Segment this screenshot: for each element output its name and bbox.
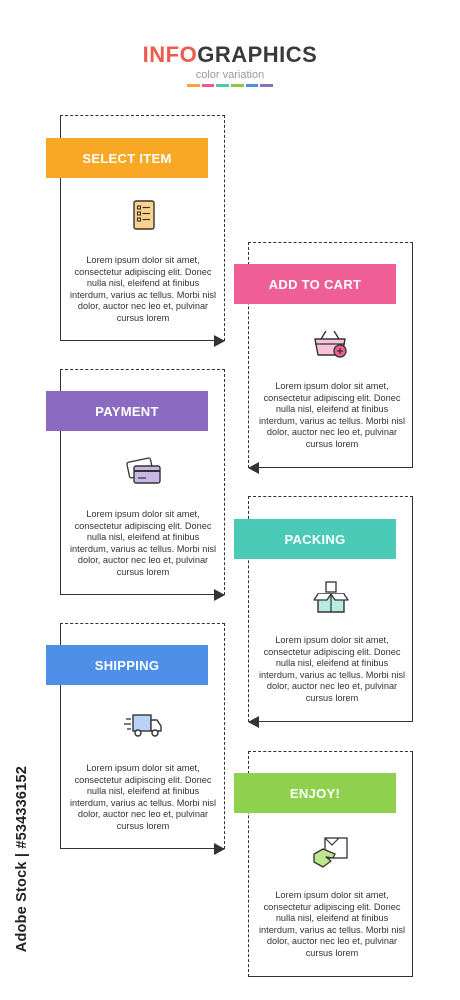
- step-6-label: ENJOY!: [234, 773, 396, 813]
- arrow-right: [214, 589, 225, 601]
- arrow-right: [214, 335, 225, 347]
- step-5-description: Lorem ipsum dolor sit amet, consectetur …: [69, 763, 217, 831]
- infographic-title: INFOGRAPHICS: [0, 42, 460, 68]
- color-swatch: [201, 84, 215, 87]
- step-4-description: Lorem ipsum dolor sit amet, consectetur …: [258, 635, 406, 703]
- step-5-frame: [60, 623, 225, 849]
- infographic-subtitle: color variation: [195, 69, 265, 81]
- package-icon: [311, 578, 351, 618]
- arrow-left: [248, 716, 259, 728]
- stock-id-watermark: Adobe Stock | #534336152: [14, 766, 30, 953]
- arrow-left: [248, 462, 259, 474]
- step-4-frame: [248, 496, 413, 722]
- color-swatch: [216, 84, 230, 87]
- delivery-truck-icon: [124, 705, 164, 745]
- hand-box-icon: [311, 832, 351, 872]
- step-1-description: Lorem ipsum dolor sit amet, consectetur …: [69, 255, 217, 323]
- step-3-frame: [60, 369, 225, 595]
- step-2-label: ADD TO CART: [234, 264, 396, 304]
- color-swatch: [231, 84, 244, 87]
- color-strip: [187, 84, 274, 87]
- checklist-icon: [124, 196, 164, 236]
- arrow-right: [214, 843, 225, 855]
- basket-icon: [311, 325, 351, 365]
- step-3-description: Lorem ipsum dolor sit amet, consectetur …: [69, 509, 217, 577]
- step-1-label: SELECT ITEM: [46, 138, 208, 178]
- step-5-label: SHIPPING: [46, 645, 208, 685]
- color-swatch: [260, 84, 274, 87]
- step-4-label: PACKING: [234, 519, 396, 559]
- title-part-1: INFO: [142, 42, 198, 67]
- credit-card-icon: [124, 452, 164, 492]
- step-3-label: PAYMENT: [46, 391, 208, 431]
- step-6-frame: [248, 751, 413, 977]
- step-6-description: Lorem ipsum dolor sit amet, consectetur …: [258, 890, 406, 958]
- title-part-2: GRAPHICS: [197, 42, 318, 67]
- color-swatch: [245, 84, 259, 87]
- color-swatch: [187, 84, 200, 87]
- step-2-frame: [248, 242, 413, 468]
- step-2-description: Lorem ipsum dolor sit amet, consectetur …: [258, 381, 406, 449]
- step-1-frame: [60, 115, 225, 341]
